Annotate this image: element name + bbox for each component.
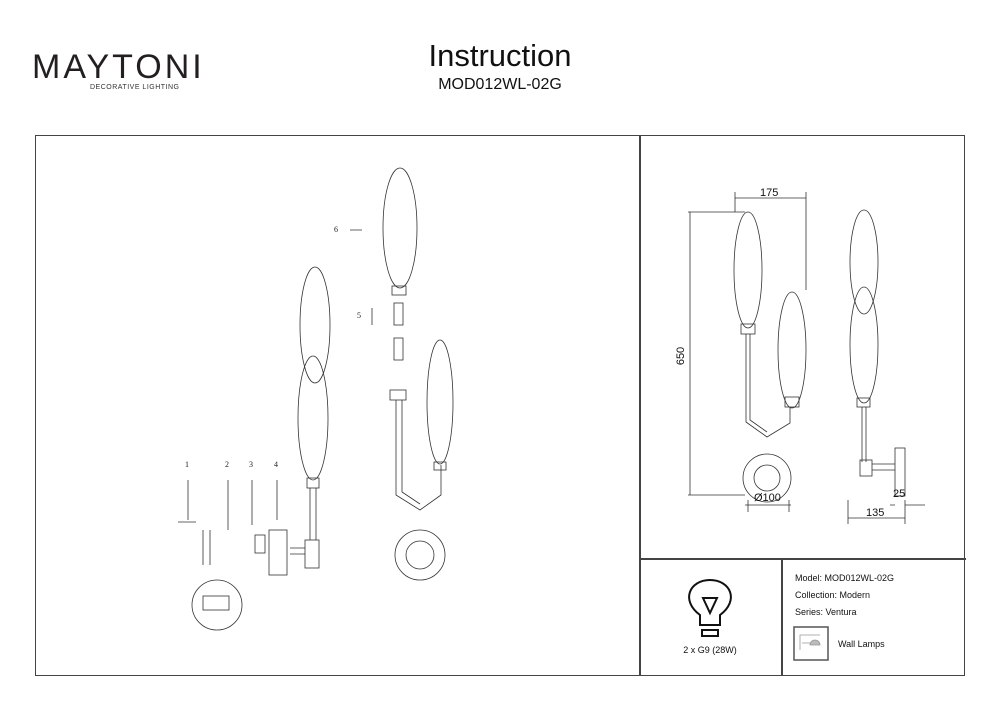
page-title: Instruction	[428, 38, 572, 73]
step-label: 1	[185, 460, 189, 469]
step-label: 2	[225, 460, 229, 469]
divider	[639, 135, 641, 676]
divider	[640, 558, 966, 560]
spec-series: Series: Ventura	[795, 607, 857, 617]
bulb-spec: 2 x G9 (28W)	[683, 645, 737, 655]
dimension-width: 175	[760, 187, 779, 199]
divider	[781, 558, 783, 676]
dimension-height: 650	[675, 346, 688, 366]
spec-model: Model: MOD012WL-02G	[795, 573, 895, 583]
step-label: 5	[357, 311, 361, 320]
step-label: 6	[334, 225, 338, 234]
instruction-frame	[35, 135, 965, 676]
step-label: 4	[274, 460, 278, 469]
dimension-plate: 25	[893, 488, 906, 500]
brand-tagline: DECORATIVE LIGHTING	[90, 84, 180, 91]
spec-collection: Collection: Modern	[795, 590, 871, 600]
step-label: 3	[249, 460, 253, 469]
brand-logo: MAYTONI	[32, 48, 205, 86]
spec-category: Wall Lamps	[838, 639, 885, 649]
model-number: MOD012WL-02G	[438, 76, 562, 93]
dimension-diameter: Ø100	[754, 492, 781, 504]
dimension-depth: 135	[866, 507, 885, 519]
